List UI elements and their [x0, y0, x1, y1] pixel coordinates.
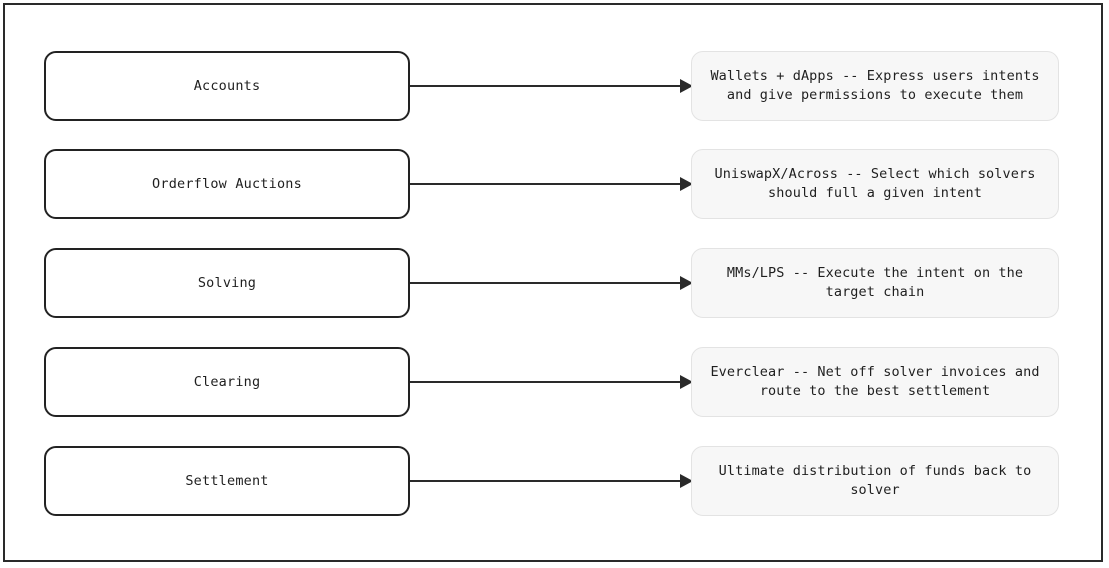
- description-text: Wallets + dApps -- Express users intents…: [710, 68, 1040, 103]
- arrow-connector: [410, 375, 693, 389]
- layer-label: Settlement: [185, 473, 269, 489]
- diagram-row-orderflow-auctions: Orderflow Auctions UniswapX/Across -- Se…: [0, 149, 1109, 219]
- description-box-settlement: Ultimate distribution of funds back to s…: [691, 446, 1059, 516]
- description-box-accounts: Wallets + dApps -- Express users intents…: [691, 51, 1059, 121]
- layer-box-solving: Solving: [44, 248, 410, 318]
- description-text: UniswapX/Across -- Select which solvers …: [714, 166, 1036, 201]
- diagram-row-clearing: Clearing Everclear -- Net off solver inv…: [0, 347, 1109, 417]
- diagram-row-accounts: Accounts Wallets + dApps -- Express user…: [0, 51, 1109, 121]
- layer-box-orderflow-auctions: Orderflow Auctions: [44, 149, 410, 219]
- description-box-clearing: Everclear -- Net off solver invoices and…: [691, 347, 1059, 417]
- arrow-connector: [410, 177, 693, 191]
- arrow-connector: [410, 79, 693, 93]
- layer-box-settlement: Settlement: [44, 446, 410, 516]
- diagram-row-solving: Solving MMs/LPS -- Execute the intent on…: [0, 248, 1109, 318]
- description-text: Ultimate distribution of funds back to s…: [718, 463, 1032, 498]
- layer-label: Clearing: [193, 374, 261, 390]
- layer-label: Solving: [197, 275, 257, 291]
- description-text: MMs/LPS -- Execute the intent on the tar…: [726, 265, 1024, 300]
- description-box-solving: MMs/LPS -- Execute the intent on the tar…: [691, 248, 1059, 318]
- diagram-row-settlement: Settlement Ultimate distribution of fund…: [0, 446, 1109, 516]
- description-box-orderflow-auctions: UniswapX/Across -- Select which solvers …: [691, 149, 1059, 219]
- layer-label: Accounts: [193, 78, 261, 94]
- arrow-connector: [410, 276, 693, 290]
- layer-box-clearing: Clearing: [44, 347, 410, 417]
- description-text: Everclear -- Net off solver invoices and…: [710, 364, 1040, 399]
- arrow-connector: [410, 474, 693, 488]
- layer-label: Orderflow Auctions: [152, 176, 302, 192]
- layer-box-accounts: Accounts: [44, 51, 410, 121]
